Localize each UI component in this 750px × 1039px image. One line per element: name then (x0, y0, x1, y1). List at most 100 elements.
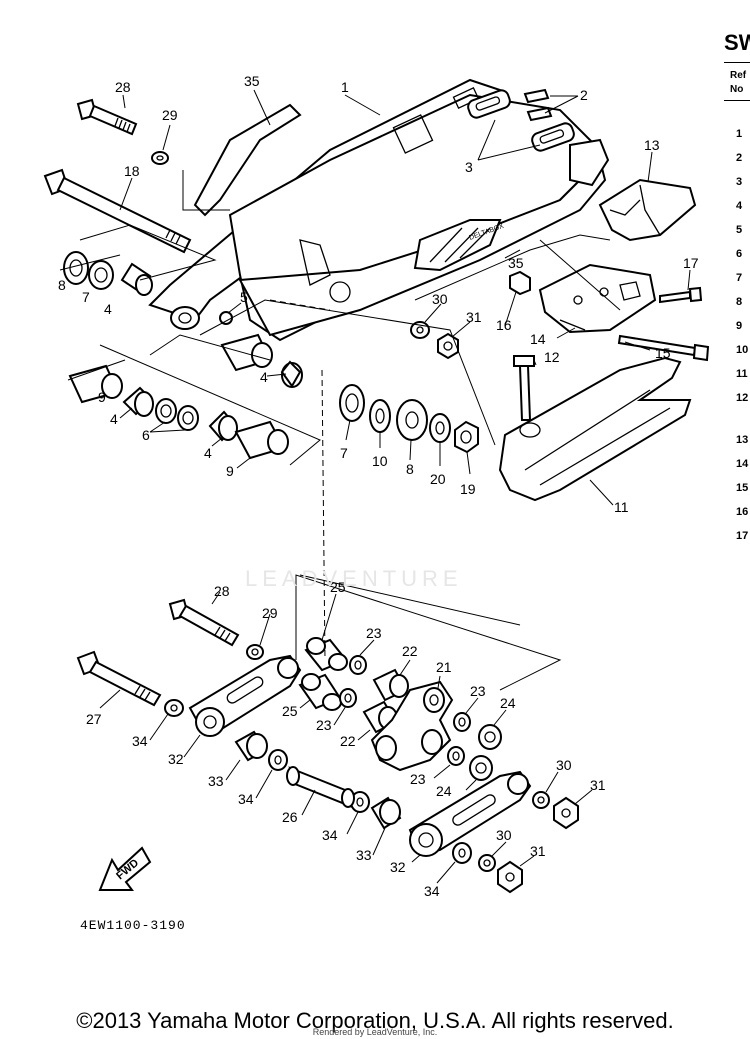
ref-number[interactable]: 3 (736, 176, 743, 188)
callout-30-c[interactable]: 30 (496, 827, 512, 843)
callout-24-b[interactable]: 24 (436, 783, 452, 799)
callout-17[interactable]: 17 (683, 255, 699, 271)
callout-31[interactable]: 31 (466, 309, 482, 325)
bracket-11[interactable] (498, 356, 692, 502)
adjust-bolt-2[interactable] (523, 88, 553, 122)
washer-29[interactable] (151, 151, 169, 165)
callout-33-b[interactable]: 33 (356, 847, 372, 863)
bearing-4-left[interactable] (120, 262, 153, 296)
pivot-bolt-28[interactable] (76, 98, 138, 136)
washer-34-b[interactable] (268, 749, 288, 771)
callout-35-arm[interactable]: 35 (508, 255, 524, 271)
callout-22-b[interactable]: 22 (340, 733, 356, 749)
seal-23-d[interactable] (447, 746, 465, 766)
callout-8[interactable]: 8 (58, 277, 66, 293)
callout-5[interactable]: 5 (240, 289, 248, 305)
ref-number[interactable]: 9 (736, 320, 743, 332)
callout-32[interactable]: 32 (168, 751, 184, 767)
nut-16[interactable] (509, 270, 531, 296)
ref-number[interactable]: 6 (736, 248, 743, 260)
callout-4-lower-b[interactable]: 4 (204, 445, 212, 461)
collar-9-right[interactable] (234, 420, 289, 460)
callout-8-right[interactable]: 8 (406, 461, 414, 477)
callout-4-center[interactable]: 4 (260, 369, 268, 385)
connecting-rod-32-upper[interactable] (188, 654, 302, 737)
bolt-12[interactable] (513, 355, 535, 421)
callout-21[interactable]: 21 (436, 659, 452, 675)
bolt-27[interactable] (76, 650, 162, 707)
seal-23-a[interactable] (349, 655, 367, 675)
callout-16[interactable]: 16 (496, 317, 512, 333)
callout-20[interactable]: 20 (430, 471, 446, 487)
washer-30-middle[interactable] (532, 791, 550, 809)
pivot-bolt-28-lower[interactable] (168, 598, 240, 647)
callout-7[interactable]: 7 (82, 289, 90, 305)
callout-31-c[interactable]: 31 (530, 843, 546, 859)
callout-9-right[interactable]: 9 (226, 463, 234, 479)
callout-25[interactable]: 25 (330, 579, 346, 595)
nut-31-upper[interactable] (437, 332, 459, 360)
bearing-22-a[interactable] (372, 668, 409, 702)
washer-20[interactable] (429, 413, 451, 443)
collar-center[interactable] (220, 333, 303, 388)
swingarm[interactable] (148, 78, 610, 342)
ref-number[interactable]: 14 (736, 458, 749, 470)
grease-nipple-5[interactable] (219, 311, 233, 325)
bearing-4-lower-b[interactable] (208, 410, 238, 442)
ref-number[interactable]: 12 (736, 392, 749, 404)
callout-6[interactable]: 6 (142, 427, 150, 443)
washer-34-a[interactable] (164, 699, 184, 717)
callout-23-c[interactable]: 23 (470, 683, 486, 699)
seal-23-b[interactable] (339, 688, 357, 708)
collar-9-left[interactable] (68, 364, 123, 404)
callout-30[interactable]: 30 (432, 291, 448, 307)
callout-13[interactable]: 13 (644, 137, 660, 153)
callout-22[interactable]: 22 (402, 643, 418, 659)
ref-number[interactable]: 2 (736, 152, 743, 164)
bearing-4-lower-a[interactable] (122, 386, 154, 417)
callout-33[interactable]: 33 (208, 773, 224, 789)
ref-number[interactable]: 11 (736, 368, 748, 380)
callout-30-b[interactable]: 30 (556, 757, 572, 773)
callout-31-b[interactable]: 31 (590, 777, 606, 793)
callout-34-b[interactable]: 34 (238, 791, 254, 807)
callout-4-lower[interactable]: 4 (110, 411, 118, 427)
washer-6-a[interactable] (155, 398, 177, 424)
bolt-17[interactable] (659, 286, 703, 304)
washer-29-lower[interactable] (246, 644, 264, 660)
callout-12[interactable]: 12 (544, 349, 560, 365)
callout-9[interactable]: 9 (98, 389, 106, 405)
callout-23-d[interactable]: 23 (410, 771, 426, 787)
callout-18[interactable]: 18 (124, 163, 140, 179)
relay-arm-21[interactable] (370, 680, 454, 772)
callout-23[interactable]: 23 (366, 625, 382, 641)
ref-number[interactable]: 5 (736, 224, 743, 236)
callout-28-lower[interactable]: 28 (214, 583, 230, 599)
collar-24-b[interactable] (469, 755, 493, 781)
ref-number[interactable]: 13 (736, 434, 749, 446)
callout-19[interactable]: 19 (460, 481, 476, 497)
collar-33-a[interactable] (234, 730, 268, 762)
callout-34-c[interactable]: 34 (322, 827, 338, 843)
ref-number[interactable]: 1 (736, 128, 743, 140)
ref-number[interactable]: 17 (736, 530, 749, 542)
callout-25-b[interactable]: 25 (282, 703, 298, 719)
washer-6-b[interactable] (177, 405, 199, 431)
ref-number[interactable]: 10 (736, 344, 749, 356)
callout-29[interactable]: 29 (162, 107, 178, 123)
oil-seal-7-left[interactable] (88, 260, 114, 290)
callout-10[interactable]: 10 (372, 453, 388, 469)
callout-2[interactable]: 2 (580, 87, 588, 103)
callout-1[interactable]: 1 (341, 79, 349, 95)
callout-4[interactable]: 4 (104, 301, 112, 317)
decal-35-top[interactable] (193, 103, 302, 217)
nut-31-middle[interactable] (553, 796, 579, 830)
collar-24-a[interactable] (478, 724, 502, 750)
callout-26[interactable]: 26 (282, 809, 298, 825)
nut-19[interactable] (454, 420, 479, 454)
callout-34[interactable]: 34 (132, 733, 148, 749)
callout-23-b[interactable]: 23 (316, 717, 332, 733)
seal-8-left[interactable] (63, 251, 89, 285)
ref-number[interactable]: 7 (736, 272, 743, 284)
chain-guide-14[interactable] (538, 263, 657, 334)
